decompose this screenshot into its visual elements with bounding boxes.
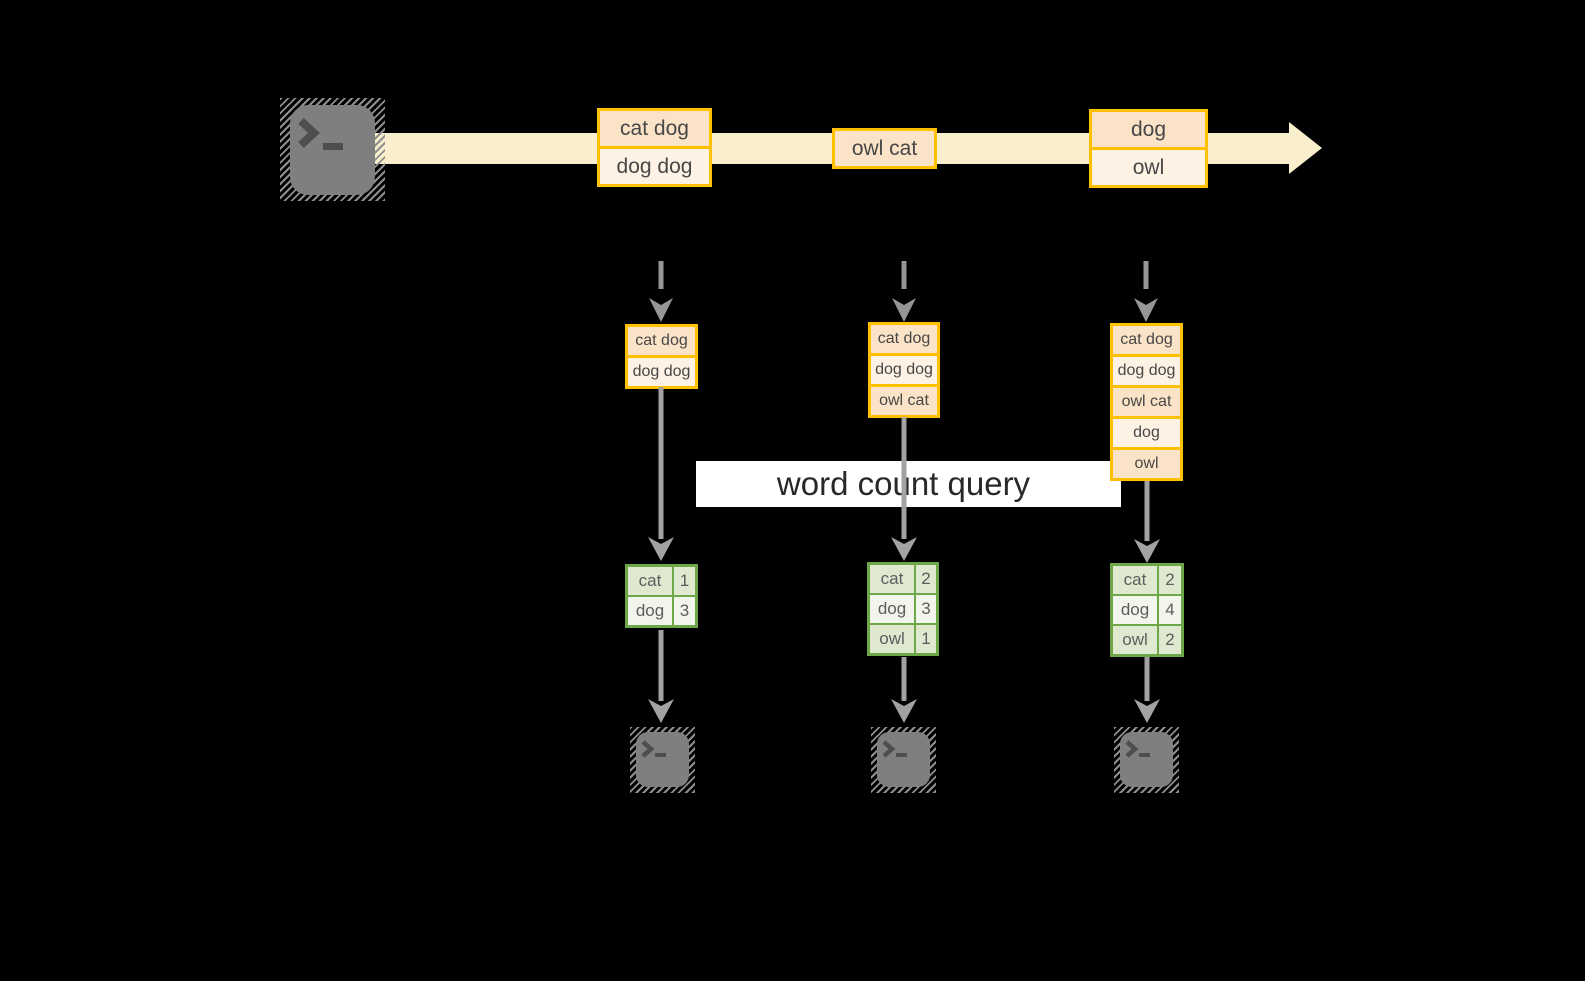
buffer-row: owl [1113,447,1180,478]
terminal-screen [290,105,375,195]
count-row: cat 2 [870,565,936,593]
word-cell: cat [1113,566,1157,594]
output-down-arrow-icon [891,657,917,723]
consumer-terminal-icon [871,727,936,793]
buffer-row: cat dog [628,327,695,355]
count-cell: 4 [1159,596,1181,624]
output-down-arrow-icon [648,630,674,723]
count-row: cat 1 [628,567,695,595]
buffer-row: dog dog [871,353,937,384]
count-row: owl 1 [870,625,936,653]
dashed-down-arrow-icon [892,261,916,322]
count-row: dog 3 [870,595,936,623]
event-line: dog dog [600,146,709,184]
buffered-events-box: cat dog dog dog [625,324,698,389]
count-cell: 3 [916,595,936,623]
buffer-row: dog dog [1113,354,1180,385]
count-cell: 1 [916,625,936,653]
count-cell: 1 [674,567,695,595]
buffer-row: cat dog [871,325,937,353]
word-cell: dog [1113,596,1157,624]
buffered-events-box: cat dog dog dog owl cat dog owl [1110,323,1183,481]
event-line: cat dog [600,111,709,146]
consumer-terminal-icon [630,727,695,793]
word-cell: dog [628,597,672,625]
word-count-table: cat 1 dog 3 [625,564,698,628]
count-row: dog 3 [628,597,695,625]
dashed-down-arrow-icon [649,261,673,322]
count-cell: 2 [916,565,936,593]
terminal-prompt-icon [298,118,343,150]
word-count-table: cat 2 dog 3 owl 1 [867,562,939,656]
terminal-screen [636,732,689,787]
terminal-prompt-icon [1125,740,1150,758]
buffer-row: dog dog [628,355,695,386]
buffer-row: owl cat [871,384,937,415]
source-terminal-icon [280,98,385,201]
event-line: dog [1092,112,1205,147]
count-cell: 2 [1159,626,1181,654]
buffered-events-box: cat dog dog dog owl cat [868,322,940,418]
count-row: cat 2 [1113,566,1181,594]
stream-event-box: owl cat [832,128,937,169]
terminal-prompt-icon [882,740,907,758]
count-cell: 3 [674,597,695,625]
event-line: owl cat [835,131,934,166]
consumer-terminal-icon [1114,727,1179,793]
query-down-arrow-icon [1134,481,1160,563]
word-cell: owl [1113,626,1157,654]
query-down-arrow-icon [648,387,674,561]
event-line: owl [1092,147,1205,185]
terminal-prompt-icon [641,740,666,758]
buffer-row: cat dog [1113,326,1180,354]
stream-event-box: cat dog dog dog [597,108,712,187]
buffer-row: owl cat [1113,385,1180,416]
stream-arrowhead-icon [1289,122,1322,174]
output-down-arrow-icon [1134,657,1160,723]
word-cell: owl [870,625,914,653]
count-cell: 2 [1159,566,1181,594]
word-cell: dog [870,595,914,623]
buffer-row: dog [1113,416,1180,447]
word-cell: cat [628,567,672,595]
word-count-table: cat 2 dog 4 owl 2 [1110,563,1184,657]
count-row: dog 4 [1113,596,1181,624]
word-cell: cat [870,565,914,593]
stream-event-box: dog owl [1089,109,1208,188]
terminal-screen [877,732,930,787]
dashed-down-arrow-icon [1134,261,1158,322]
count-row: owl 2 [1113,626,1181,654]
query-down-arrow-icon [891,417,917,561]
terminal-screen [1120,732,1173,787]
